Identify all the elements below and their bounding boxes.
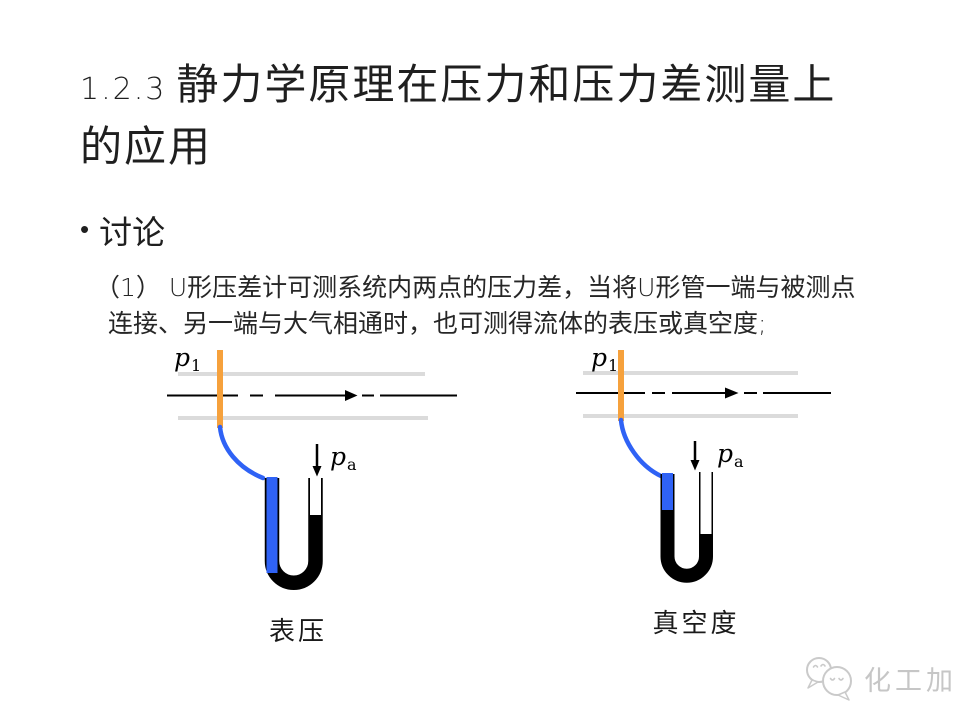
- flow-arrow-icon: [725, 387, 739, 399]
- p1-subscript: 1: [608, 356, 619, 375]
- pa-symbol: p: [330, 442, 347, 471]
- connecting-hose: [217, 424, 266, 481]
- discussion-heading: • 讨论: [80, 206, 165, 254]
- body-paragraph: （1） U形压差计可测系统内两点的压力差，当将U形管一端与被测点 连接、另一端与…: [95, 270, 905, 342]
- watermark: 化工加: [800, 654, 957, 702]
- p1-subscript: 1: [191, 356, 202, 375]
- left-arm-fluid-column: [662, 473, 673, 510]
- flow-arrow-icon: [345, 390, 358, 401]
- p1-symbol: p: [174, 343, 191, 372]
- pa-subscript: a: [734, 452, 744, 471]
- paragraph-line-1: （1） U形压差计可测系统内两点的压力差，当将U形管一端与被测点: [95, 273, 856, 302]
- pa-symbol: p: [717, 439, 734, 468]
- gauge-pressure-diagram: [167, 350, 457, 590]
- u-tube: [660, 472, 713, 583]
- left-p1-label: p1: [174, 345, 201, 374]
- vacuum-caption: 真空度: [652, 609, 740, 639]
- right-arm-open-section: [700, 470, 712, 534]
- right-p1-label: p1: [591, 345, 618, 374]
- watermark-text: 化工加: [864, 665, 957, 697]
- gauge-pressure-caption: 表压: [268, 617, 327, 647]
- p1-symbol: p: [591, 343, 608, 372]
- title-section-number: 1.2.3: [80, 72, 167, 107]
- left-arm-fluid-column: [266, 477, 278, 573]
- right-pa-label: pa: [717, 441, 744, 470]
- chat-bubbles-logo-icon: [806, 657, 852, 701]
- right-arm-open-section: [310, 476, 321, 515]
- paragraph-line-2: 连接、另一端与大气相通时，也可测得流体的表压或真空度;: [108, 309, 767, 338]
- pressure-tap-line: [618, 350, 624, 421]
- pressure-tap-line: [217, 350, 223, 428]
- pipe-wall-bottom: [178, 416, 428, 420]
- pa-subscript: a: [347, 455, 357, 474]
- connecting-hose: [618, 417, 664, 479]
- title-text: 静力学原理在压力和压力差测量上的应用: [80, 60, 837, 171]
- pipe-wall-top: [583, 371, 798, 375]
- atmosphere-arrowhead-icon: [690, 460, 700, 471]
- vacuum-diagram: [576, 350, 831, 583]
- pipe-wall-bottom: [583, 414, 798, 418]
- u-tube: [264, 478, 323, 590]
- atmosphere-arrowhead-icon: [312, 466, 322, 477]
- bullet-icon: •: [80, 215, 90, 245]
- pipe-wall-top: [178, 372, 425, 376]
- left-pa-label: pa: [330, 444, 357, 473]
- discussion-label: 讨论: [99, 213, 166, 252]
